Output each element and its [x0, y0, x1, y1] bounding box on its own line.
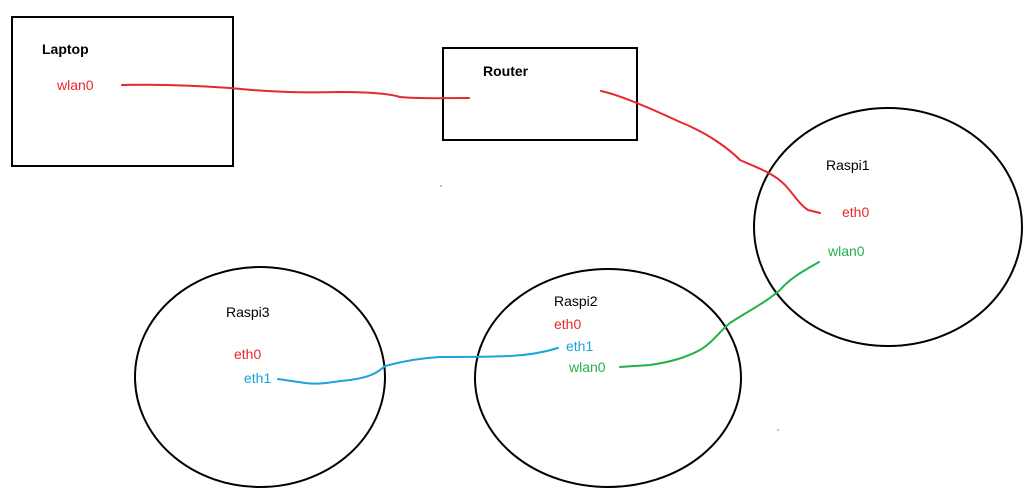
wire-raspi1-raspi2: [619, 261, 820, 368]
raspi2-title: Raspi2: [554, 293, 598, 309]
raspi2-eth0-label: eth0: [554, 316, 581, 332]
router-box: [442, 47, 638, 141]
raspi1-eth0-label: eth0: [842, 204, 869, 220]
wire-raspi2-raspi3: [277, 347, 559, 385]
raspi1-title: Raspi1: [826, 157, 870, 173]
laptop-wlan0-label: wlan0: [56, 77, 94, 93]
laptop-node: Laptop wlan0: [11, 16, 234, 167]
raspi3-circle: [134, 266, 386, 488]
raspi2-node: Raspi2 eth0 eth1 wlan0: [474, 268, 742, 488]
raspi2-eth1-label: eth1: [566, 338, 593, 354]
raspi3-eth1-label: eth1: [244, 370, 271, 386]
raspi1-circle: [753, 107, 1023, 347]
wire-router-raspi1: [600, 90, 821, 214]
raspi2-wlan0-label: wlan0: [568, 359, 606, 375]
raspi1-node: Raspi1 eth0 wlan0: [753, 107, 1023, 347]
raspi3-title: Raspi3: [226, 304, 270, 320]
laptop-box: [11, 16, 234, 167]
raspi1-wlan0-label: wlan0: [827, 243, 865, 259]
router-title: Router: [483, 63, 529, 79]
wire-laptop-router: [121, 83, 470, 100]
raspi3-node: Raspi3 eth0 eth1: [134, 266, 386, 488]
router-node: Router: [442, 47, 638, 141]
raspi3-eth0-label: eth0: [234, 346, 261, 362]
laptop-title: Laptop: [42, 41, 89, 57]
stray-dot-2: [777, 429, 779, 431]
stray-dot-1: [440, 185, 442, 187]
raspi2-circle: [474, 268, 742, 488]
